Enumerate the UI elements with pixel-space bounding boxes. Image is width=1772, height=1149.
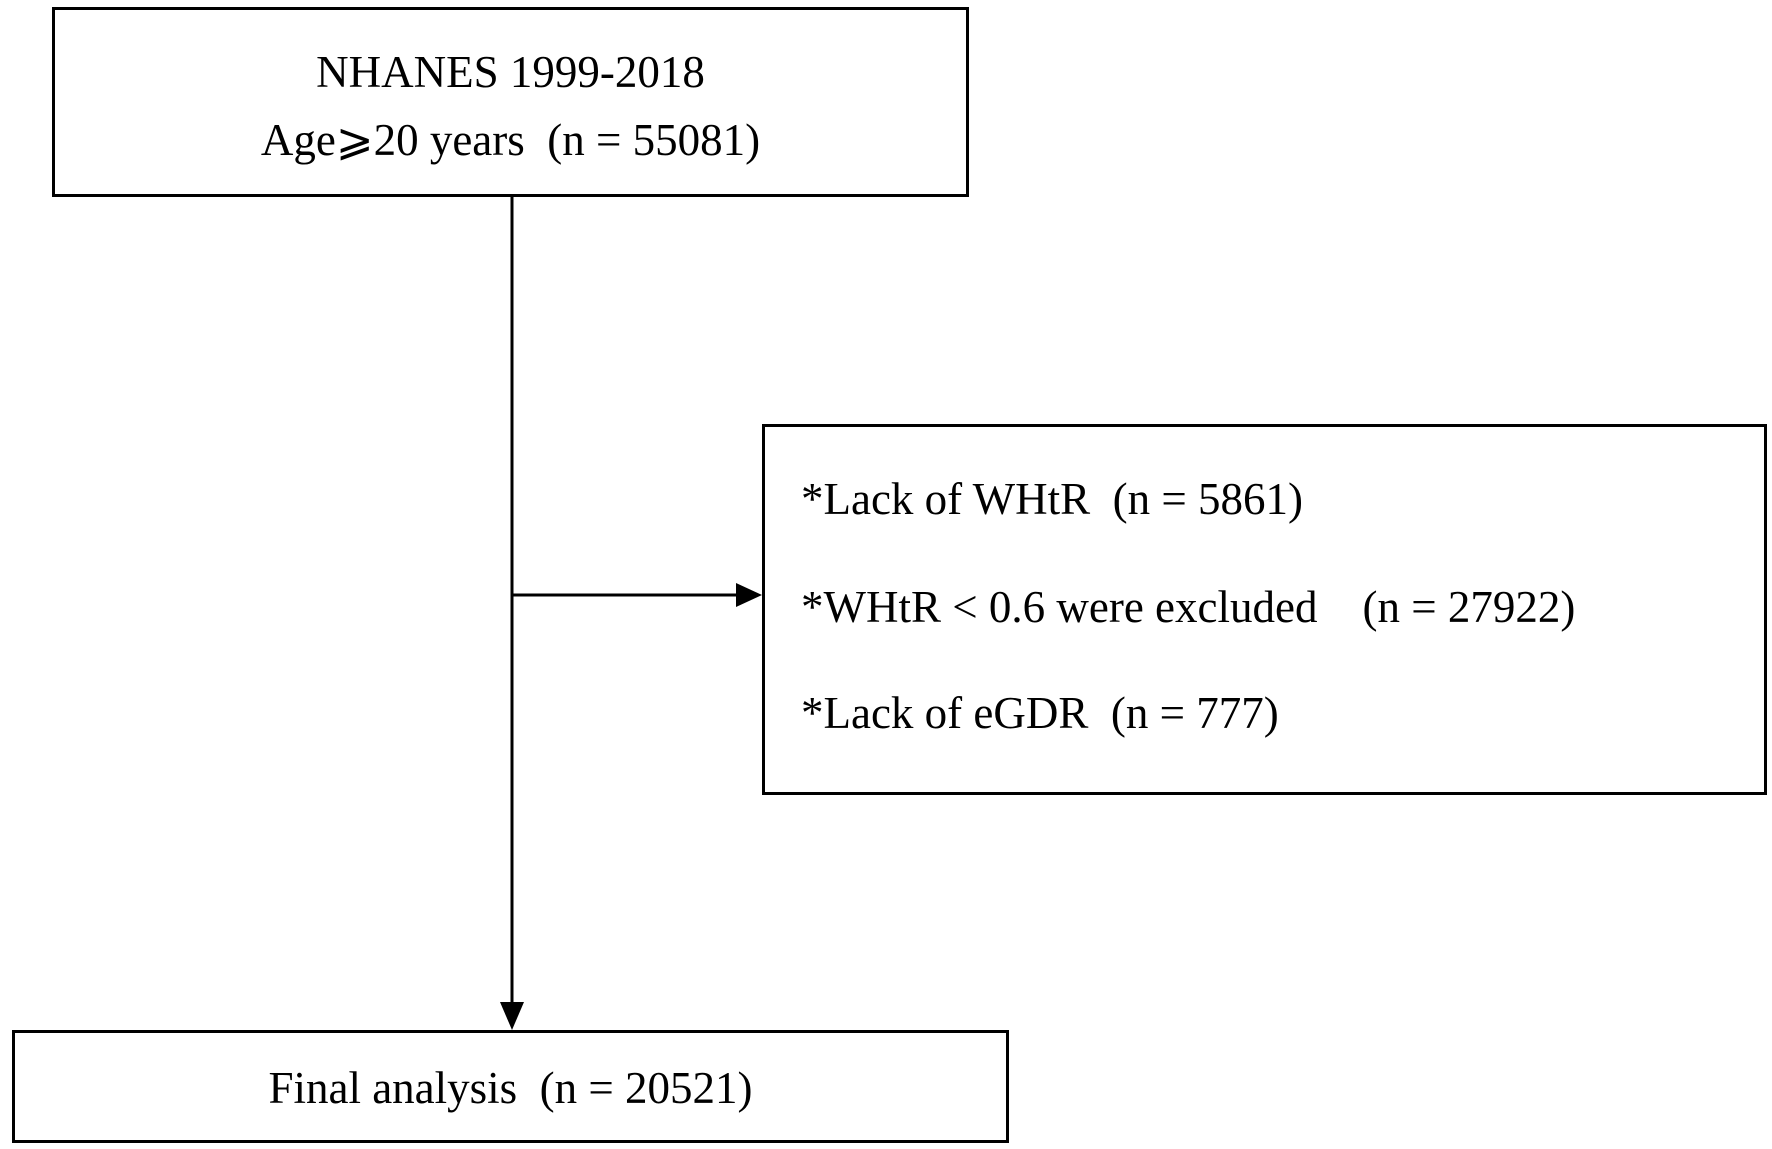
final-analysis-label: Final analysis (n = 20521)	[268, 1063, 753, 1113]
exclusion-item: *Lack of WHtR (n = 5861)	[801, 474, 1303, 524]
exclusion-item: *WHtR < 0.6 were excluded (n = 27922)	[801, 582, 1576, 632]
right-arrowhead	[736, 583, 762, 607]
cohort-age-count-label: Age⩾20 years (n = 55081)	[260, 115, 761, 165]
down-arrowhead	[500, 1002, 524, 1030]
cohort-box: NHANES 1999-2018 Age⩾20 years (n = 55081…	[52, 7, 969, 197]
exclusion-box: *Lack of WHtR (n = 5861) *WHtR < 0.6 wer…	[762, 424, 1767, 795]
cohort-source-label: NHANES 1999-2018	[316, 47, 705, 97]
final-analysis-box: Final analysis (n = 20521)	[12, 1030, 1009, 1143]
exclusion-item: *Lack of eGDR (n = 777)	[801, 688, 1279, 738]
